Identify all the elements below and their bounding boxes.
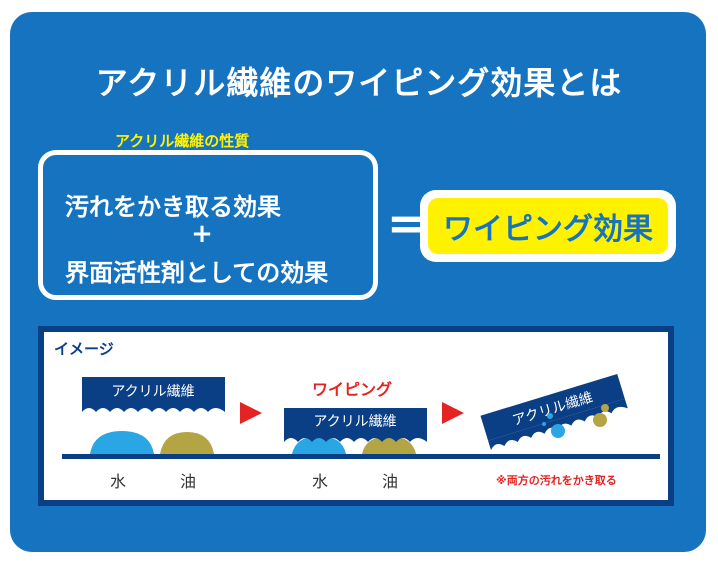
water-droplet-1 [90,431,154,454]
image-frame: イメージ アクリル繊維 アクリル繊維 [38,326,674,506]
surface-line [62,454,660,459]
fiber-block-1: アクリル繊維 [82,377,225,412]
oil-drop-small [601,404,609,412]
wiping-illustration: アクリル繊維 アクリル繊維 アクリル繊維 [62,373,660,459]
plus-sign: + [191,219,213,249]
property-scrape-effect: 汚れをかき取る効果 [65,193,281,221]
water-drop-small-1 [547,413,553,419]
property-surfactant-effect: 界面活性剤としての効果 [65,259,329,287]
image-label: イメージ [54,340,114,358]
result-text: ワイピング効果 [428,198,668,254]
water-droplet-2 [292,436,346,454]
fiber-label-2: アクリル繊維 [313,414,396,430]
water-label-2: 水 [312,472,329,491]
fiber-block-2: アクリル繊維 [284,408,427,442]
result-box: ワイピング効果 [420,190,676,262]
properties-label: アクリル繊維の性質 [115,132,250,150]
fiber-label-1: アクリル繊維 [111,384,194,400]
wiping-label: ワイピング [312,380,393,399]
equals-sign: = [387,196,426,250]
water-drop-lifted [551,424,565,438]
arrow-2-icon [442,402,464,424]
water-label-1: 水 [110,472,127,491]
oil-drop-lifted [593,413,607,427]
water-drop-small-2 [542,422,546,426]
properties-box: 汚れをかき取る効果 + 界面活性剤としての効果 [38,150,378,300]
image-panel: イメージ アクリル繊維 アクリル繊維 [44,332,668,500]
page-title: アクリル繊維のワイピング効果とは [95,64,623,102]
oil-droplet-1 [160,432,214,454]
oil-label-1: 油 [180,472,197,491]
oil-label-2: 油 [382,472,399,491]
fiber-block-3: アクリル繊維 [480,373,628,451]
note-text: ※両方の汚れをかき取る [496,474,617,487]
arrow-1-icon [240,402,262,424]
oil-droplet-2 [362,436,416,454]
